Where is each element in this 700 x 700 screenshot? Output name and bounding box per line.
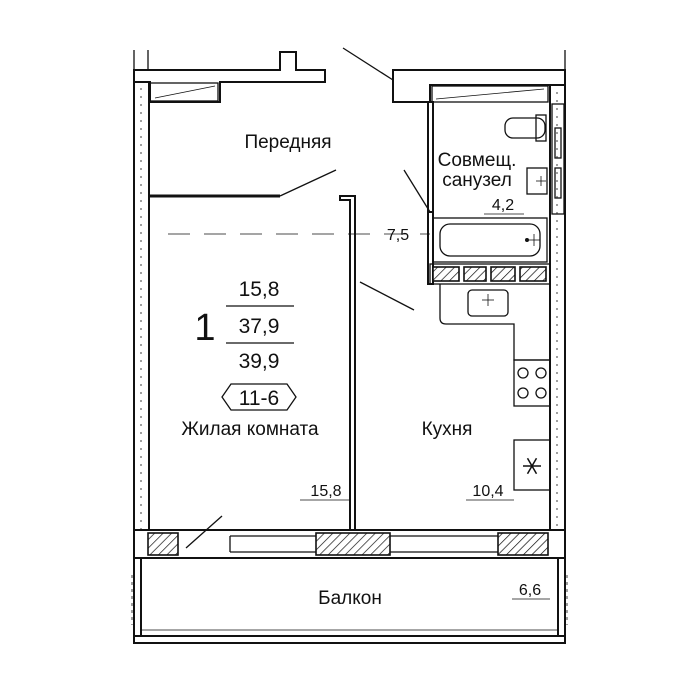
outer-walls bbox=[133, 47, 566, 537]
inner-walls bbox=[149, 101, 434, 531]
bathroom-label-line2: санузел bbox=[442, 170, 512, 191]
sink-icon bbox=[467, 289, 509, 317]
ventilation-ducts bbox=[149, 82, 549, 103]
apartment-summary: 1 15,8 37,9 39,9 11-6 bbox=[194, 278, 297, 411]
living-room-area: 15,8 bbox=[310, 483, 341, 500]
living-room-label: Жилая комната bbox=[181, 419, 319, 440]
balcony-label: Балкон bbox=[318, 588, 382, 609]
bathroom-fixtures bbox=[429, 103, 565, 285]
apartment-code: 11-6 bbox=[239, 387, 279, 410]
bathroom-area: 4,2 bbox=[492, 197, 514, 214]
snowflake-icon bbox=[523, 457, 541, 475]
total-area: 37,9 bbox=[239, 315, 280, 338]
living-area-total: 15,8 bbox=[239, 278, 280, 301]
bathtub-icon bbox=[432, 217, 548, 263]
stove-burner-icon bbox=[517, 367, 547, 399]
total-area-with-balcony: 39,9 bbox=[239, 350, 280, 373]
kitchen-area: 10,4 bbox=[472, 483, 503, 500]
kitchen-label: Кухня bbox=[422, 419, 473, 440]
hall-label: Передняя bbox=[244, 132, 331, 153]
sink-icon bbox=[526, 167, 548, 195]
balcony-area: 6,6 bbox=[519, 582, 541, 599]
facade-wall bbox=[133, 515, 566, 559]
balcony bbox=[131, 557, 568, 644]
toilet-icon bbox=[504, 114, 547, 142]
apartment-code-badge bbox=[221, 383, 297, 411]
rooms-count: 1 bbox=[194, 307, 215, 349]
kitchen-fixtures bbox=[439, 284, 551, 491]
corridor-area: 7,5 bbox=[387, 227, 409, 244]
bathroom-label-line1: Совмещ. bbox=[438, 150, 517, 171]
